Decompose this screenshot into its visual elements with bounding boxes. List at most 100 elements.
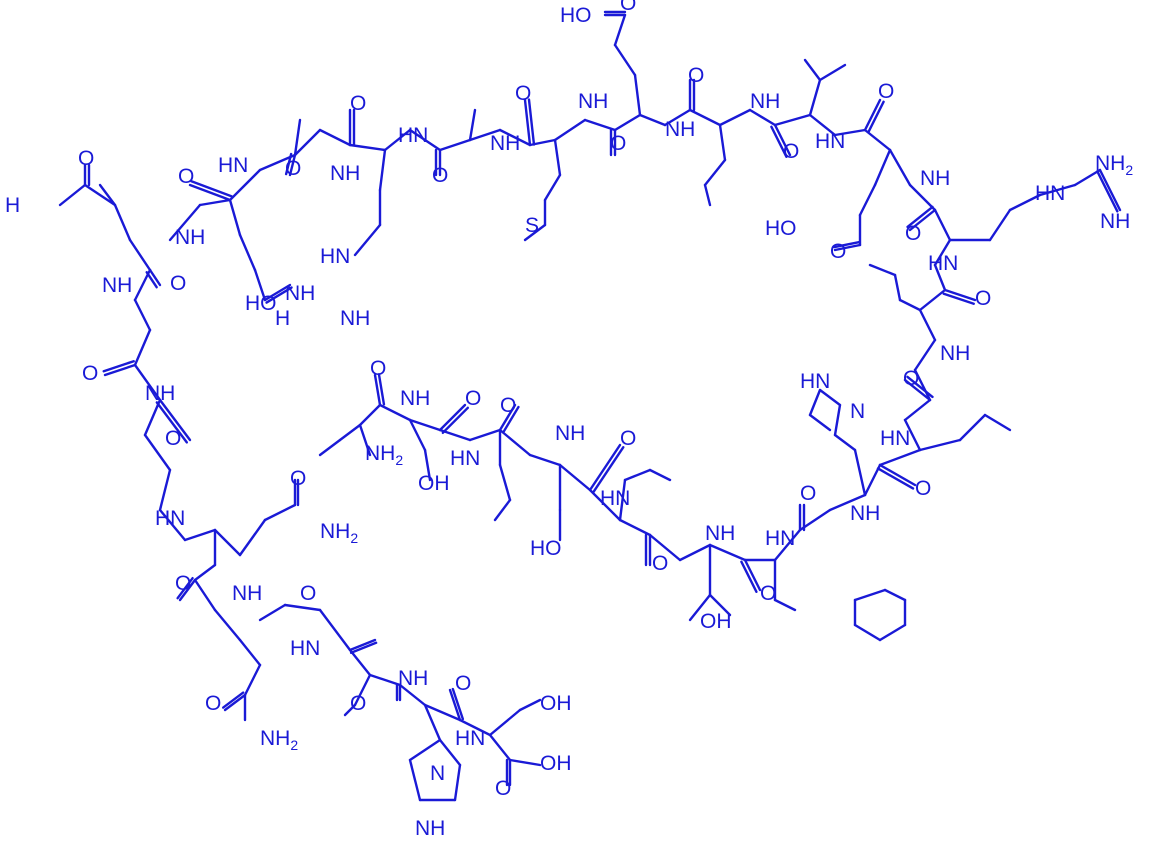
bond [158,468,172,512]
bond [678,543,712,562]
bond [638,113,667,127]
atom-label: O [783,140,799,163]
bond [338,423,362,442]
bond [343,703,357,717]
atom-label: O [290,467,306,490]
bond [883,588,907,602]
bond [178,578,197,602]
bond [408,418,427,452]
atom-label: NH [578,90,608,113]
atom-label: HO [245,292,277,315]
atom-label: NH [490,132,520,155]
bond [718,108,752,127]
bond [133,298,152,332]
bond [906,375,934,399]
bond [353,673,372,707]
bond [353,223,382,257]
bond [908,208,937,232]
atom-label: O [178,165,194,188]
bond [493,498,512,522]
atom-label: HO [530,537,562,560]
bond [833,240,861,249]
atom-label: O [175,572,191,595]
atom-label: O [170,272,186,295]
atom-label: O [610,132,626,155]
bond [903,398,932,422]
bond [168,203,202,242]
bond [933,238,952,267]
bond [618,478,627,522]
bond [863,463,882,497]
atom-label: NH [665,118,695,141]
bond [523,98,532,147]
bond [818,63,847,82]
atom-label: NH [340,307,370,330]
bond [543,173,562,202]
bond [592,446,625,494]
atom-label: O [500,394,516,417]
bond [708,543,747,562]
bond [853,623,882,642]
atom-label: NH [750,90,780,113]
bond [348,143,387,152]
atom-label: O [800,482,816,505]
bond [498,128,532,147]
bond [221,691,245,709]
atom-label: NH [145,382,175,405]
bond [498,463,512,502]
bond [188,183,232,202]
atom-label: NH [330,162,360,185]
bond [238,518,267,557]
bond [618,518,652,537]
bond [293,118,302,157]
bond [740,560,758,593]
bond [688,108,722,127]
bond [1098,168,1122,212]
bond [770,125,788,158]
bond [942,292,975,305]
bond [373,373,382,407]
bond [128,238,152,272]
bond [243,663,262,697]
bond [878,623,907,642]
bond [368,673,402,687]
bond [508,758,542,767]
bond [808,78,822,117]
bond [102,360,135,373]
bond [903,418,922,452]
bond [488,708,522,737]
bond [158,398,192,442]
bond [918,288,947,312]
bond [498,403,517,432]
atom-label: O [300,582,316,605]
atom-label: O [455,672,471,695]
bond [873,148,892,187]
bond [358,423,372,457]
atom-label: NH [415,817,445,840]
bond [383,128,412,152]
bond [423,703,442,742]
bond [176,577,194,600]
bond [238,638,262,667]
bond [833,433,857,452]
atom-label: N [430,762,445,785]
bond [893,273,902,302]
bond [213,528,242,557]
nh2-label: NH2 [1095,152,1133,178]
bond [808,113,837,137]
bond [155,401,189,444]
atom-label: NH [940,342,970,365]
bond [833,128,867,137]
bond [988,208,1012,242]
atom-label: O [620,427,636,450]
bond [703,158,727,187]
bond [284,152,293,176]
h2n-label: H [275,307,290,330]
bond [663,108,692,127]
bond [318,438,342,457]
atom-label: OH [540,692,572,715]
bond [808,413,832,432]
bond [438,403,467,432]
atom-label: NH [175,226,205,249]
